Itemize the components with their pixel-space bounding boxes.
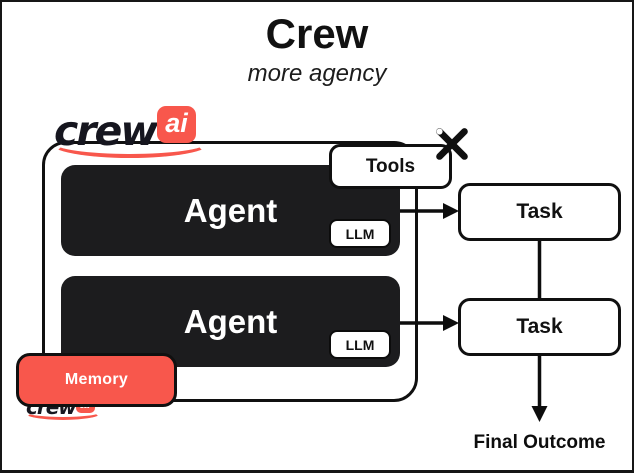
page-subtitle: more agency: [247, 60, 387, 87]
task-box-2: Task: [458, 298, 621, 356]
logo-swoosh: [24, 405, 102, 420]
page-title: Crew: [265, 10, 369, 57]
arrowhead-task1: [443, 203, 459, 219]
agent-label: Agent: [183, 191, 278, 229]
crewai-logo-word: crew: [54, 107, 158, 155]
agent-box-2: Agent LLM: [61, 276, 400, 367]
crew-container: [42, 141, 418, 402]
llm-badge: LLM: [329, 219, 391, 248]
crossed-tools-icon: [436, 128, 468, 160]
memory-box: Memory: [16, 353, 177, 407]
agent-label: Agent: [183, 302, 278, 340]
arrowhead-task2: [443, 315, 459, 331]
arrowhead-outcome: [531, 406, 548, 422]
crewai-logo-ai-badge: ai: [157, 106, 196, 143]
logo-swoosh: [50, 128, 210, 158]
final-outcome-label: Final Outcome: [473, 432, 606, 453]
tools-box: Tools: [329, 144, 452, 189]
llm-badge: LLM: [329, 330, 391, 359]
task-box-1: Task: [458, 183, 621, 241]
